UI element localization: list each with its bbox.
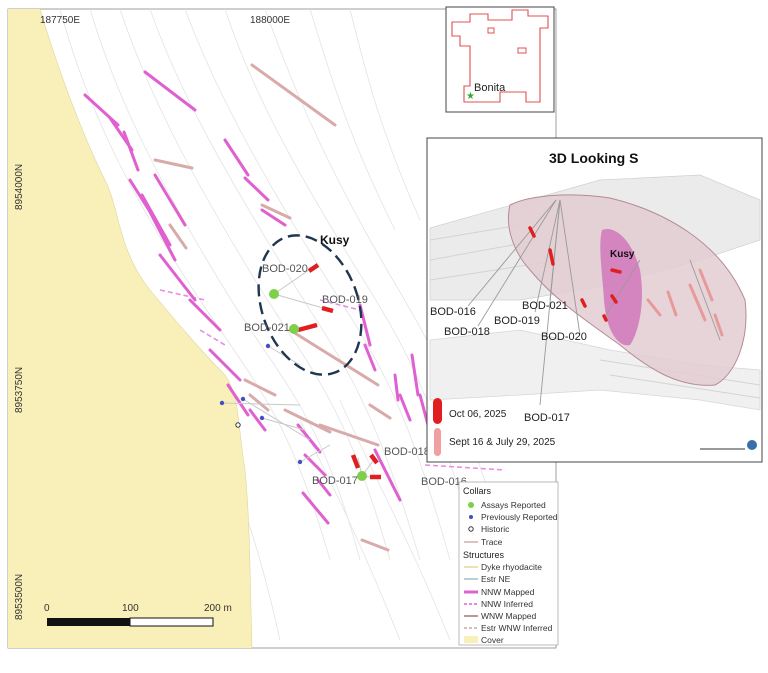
hole-label: BOD-018 xyxy=(384,446,430,458)
easting-label: 188000E xyxy=(250,15,290,26)
intercept-bod-018 xyxy=(350,454,361,469)
star-icon: ★ xyxy=(466,91,475,102)
intercept-bod-019 xyxy=(321,305,334,314)
intercept-bod-021 xyxy=(297,322,318,333)
hole-label: BOD-017 xyxy=(312,475,358,487)
key-new-label: Oct 06, 2025 xyxy=(449,409,507,420)
key-new-swatch xyxy=(433,398,442,424)
legend-item: Estr WNW Inferred xyxy=(481,623,553,633)
legend-item: NNW Mapped xyxy=(481,587,535,597)
collar-previously-reported xyxy=(259,415,265,421)
hole-label: BOD-021 xyxy=(244,322,290,334)
legend-item: NNW Inferred xyxy=(481,599,533,609)
hole-label: BOD-016 xyxy=(421,476,467,488)
intercept-bod-020 xyxy=(307,263,320,273)
hole3d-label: BOD-018 xyxy=(444,326,490,338)
legend-item: WNW Mapped xyxy=(481,611,537,621)
kusy-label: Kusy xyxy=(320,233,350,247)
hole3d-label: BOD-017 xyxy=(524,412,570,424)
collar-assays-reported xyxy=(269,289,279,299)
kusy-target-outline xyxy=(257,234,363,376)
hole-label: BOD-019 xyxy=(322,294,368,306)
collars xyxy=(219,289,367,481)
view-3d-title: 3D Looking S xyxy=(549,150,638,166)
collar-previously-reported xyxy=(297,459,303,465)
legend-item: Assays Reported xyxy=(481,500,546,510)
legend-item: Historic xyxy=(481,524,510,534)
key-old-swatch xyxy=(434,428,441,456)
legend-item: Previously Reported xyxy=(481,512,558,522)
kusy-zone xyxy=(600,229,642,346)
hole3d-label: BOD-020 xyxy=(541,331,587,343)
legend: Collars Assays Reported Previously Repor… xyxy=(458,481,559,646)
northing-label: 8953500N xyxy=(14,574,25,620)
hole3d-label: BOD-019 xyxy=(494,315,540,327)
legend-item: Dyke rhyodacite xyxy=(481,562,542,572)
cover-area xyxy=(8,9,252,648)
scale-tick: 200 m xyxy=(204,603,232,614)
legend-item: Estr NE xyxy=(481,574,511,584)
collar-previously-reported xyxy=(219,400,225,406)
hole3d-label: BOD-021 xyxy=(522,300,568,312)
scale-tick: 0 xyxy=(44,603,50,614)
hole-label: BOD-020 xyxy=(262,263,308,275)
compass-icon xyxy=(747,440,757,450)
scale-bar: 0 100 200 m xyxy=(44,603,232,627)
view-3d-panel: 3D Looking S Kusy BOD-016 BOD-018 BOD-01… xyxy=(426,137,763,463)
intercept-bod-016 xyxy=(369,453,379,465)
bonita-label: Bonita xyxy=(474,82,506,94)
easting-label: 187750E xyxy=(40,15,80,26)
collar-assays-reported xyxy=(357,471,367,481)
drill-intercepts xyxy=(297,263,381,480)
northing-label: 8953750N xyxy=(14,367,25,413)
collar-previously-reported xyxy=(265,343,271,349)
location-inset: Bonita ★ xyxy=(445,6,555,113)
key-old-label: Sept 16 & July 29, 2025 xyxy=(449,437,556,448)
hole3d-label: BOD-016 xyxy=(430,306,476,318)
collar-assays-reported xyxy=(289,324,299,334)
legend-item: Cover xyxy=(481,635,504,645)
scale-tick: 100 xyxy=(122,603,139,614)
legend-item: Trace xyxy=(481,537,503,547)
wnw-structures xyxy=(153,63,392,552)
northing-label: 8954000N xyxy=(14,164,25,210)
legend-collars-title: Collars xyxy=(463,486,492,496)
view-3d-kusy-label: Kusy xyxy=(610,249,635,260)
collar-historic xyxy=(235,422,241,428)
collar-previously-reported xyxy=(240,396,246,402)
legend-structures-title: Structures xyxy=(463,550,505,560)
nnw-inferred xyxy=(159,289,506,471)
